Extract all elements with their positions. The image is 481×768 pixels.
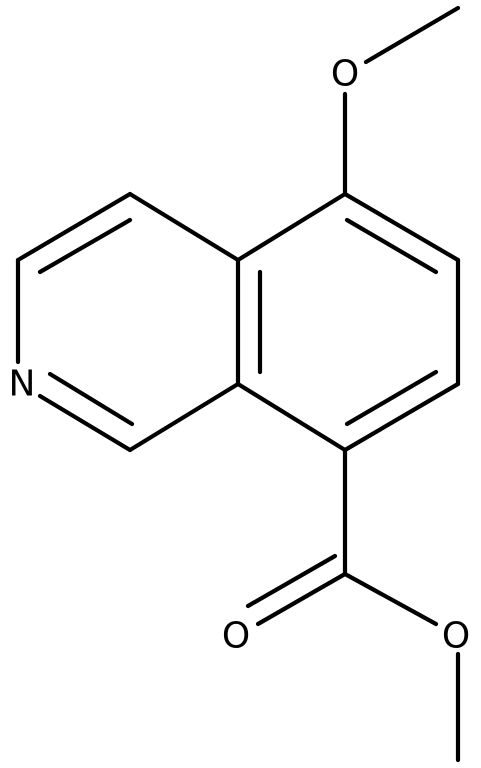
- bond-carbonyl-inner: [245, 553, 338, 609]
- bond-c5-c6-inner: [344, 217, 439, 275]
- atom-label-oxygen-carbonyl: O: [222, 616, 250, 657]
- bond-n2-c1-inner: [47, 371, 135, 427]
- bonds: [15, 5, 461, 763]
- atom-labels: O N O O: [9, 54, 471, 657]
- atom-label-nitrogen: N: [9, 364, 36, 405]
- bond-n2-c1: [37, 393, 133, 453]
- bond-c4a-c5: [235, 191, 348, 263]
- bond-carbonyl-outer: [255, 571, 348, 627]
- atom-label-oxygen-ester: O: [442, 616, 470, 657]
- bond-c1-c8a: [127, 381, 241, 453]
- bond-ccarbonyl-oester: [342, 571, 439, 627]
- bond-c7-c8: [342, 381, 461, 453]
- bond-c4-c3: [15, 191, 133, 263]
- bond-c4-c3-inner: [37, 217, 133, 275]
- bond-c5-c6: [342, 191, 461, 263]
- bond-c7-c8-inner: [344, 369, 439, 427]
- bond-c8-c8a: [235, 381, 348, 453]
- bond-c4a-c4: [127, 191, 241, 263]
- bond-methyl-o: [363, 5, 461, 65]
- atom-label-oxygen-methoxy: O: [331, 54, 359, 95]
